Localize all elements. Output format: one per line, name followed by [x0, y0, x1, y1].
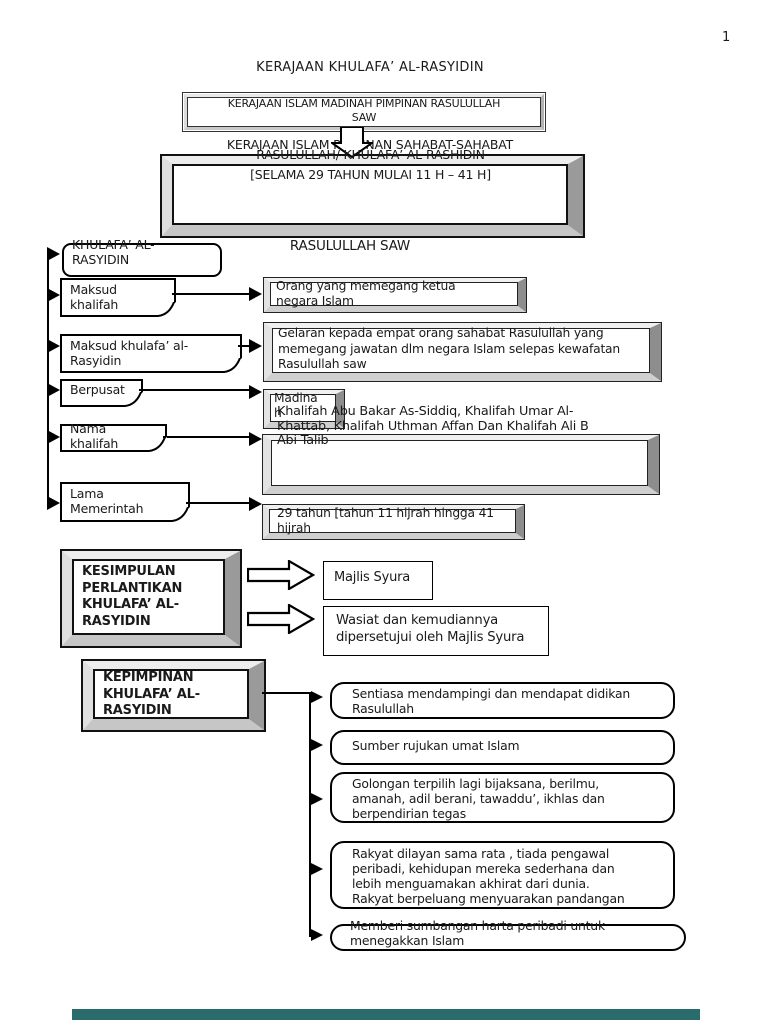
label-maksud-khalifah: Maksud khalifah	[60, 278, 176, 317]
spine-line	[47, 253, 49, 505]
arrowhead-icon	[311, 863, 323, 875]
value-box-berpusat: Madina h	[263, 389, 345, 429]
arrowhead-icon	[47, 496, 60, 510]
folded-corner-icon	[172, 507, 190, 522]
rasulullah-caption: RASULULLAH SAW	[289, 238, 411, 254]
point-text: Sentiasa mendampingi dan mendapat didika…	[352, 686, 631, 716]
connector-line	[163, 436, 251, 438]
connector-line	[139, 389, 251, 391]
result-text: Wasiat dan kemudiannya dipersetujui oleh…	[336, 613, 525, 645]
connector-line	[262, 692, 310, 694]
label-text: Maksud khalifah	[70, 282, 119, 312]
point-text: Rakyat dilayan sama rata , tiada pengawa…	[352, 846, 625, 906]
label-nama-khalifah: Nama khalifah	[60, 421, 167, 452]
arrowhead-icon	[249, 287, 262, 301]
value-text: Orang yang memegang ketua negara Islam	[276, 279, 456, 308]
top-box-madinah: KERAJAAN ISLAM MADINAH PIMPINAN RASULULL…	[182, 92, 546, 132]
kepimpinan-title: KEPIMPINAN KHULAFA’ AL- RASYIDIN	[103, 670, 200, 718]
footer-accent-bar	[72, 1009, 700, 1020]
page-number: 1	[722, 30, 731, 45]
folded-corner-icon	[125, 392, 143, 407]
value-box-nama-khalifah	[262, 434, 660, 495]
connector-line	[186, 502, 251, 504]
folded-corner-icon	[149, 437, 167, 452]
point-box: Sumber rujukan umat Islam	[330, 730, 675, 765]
result-text: Majlis Syura	[334, 570, 411, 585]
root-node-label: KHULAFA’ AL- RASYIDIN	[72, 237, 155, 267]
down-arrow-icon	[331, 127, 373, 158]
label-lama-memerintah: Lama Memerintah	[60, 482, 190, 522]
page-title: KERAJAAN KHULAFA’ AL-RASYIDIN	[256, 60, 484, 75]
connector-line	[238, 345, 251, 347]
point-text: Sumber rujukan umat Islam	[352, 738, 520, 753]
value-text: Madina h	[274, 391, 318, 420]
result-box-majlis-syura: Majlis Syura	[323, 561, 433, 600]
connector-line	[172, 293, 250, 295]
top-box-khulafa	[160, 154, 585, 238]
point-text-overflow: Memberi sumbangan harta peribadi untuk m…	[350, 918, 605, 948]
arrowhead-icon	[311, 793, 323, 805]
point-box	[330, 924, 686, 951]
label-text: Lama Memerintah	[70, 486, 144, 516]
kesimpulan-title: KESIMPULAN PERLANTIKAN KHULAFA’ AL- RASY…	[82, 564, 183, 629]
value-box-lama-memerintah: 29 tahun [tahun 11 hijrah hingga 41 hijr…	[262, 504, 525, 540]
point-box: Rakyat dilayan sama rata , tiada pengawa…	[330, 841, 675, 909]
point-text: Golongan terpilih lagi bijaksana, berilm…	[352, 776, 605, 821]
value-text-nama-khalifah: Khalifah Abu Bakar As-Siddiq, Khalifah U…	[277, 404, 589, 449]
top-box-khulafa-subtitle: [SELAMA 29 TAHUN MULAI 11 H – 41 H]	[250, 167, 491, 182]
arrowhead-icon	[249, 339, 262, 353]
point-box: Sentiasa mendampingi dan mendapat didika…	[330, 682, 675, 719]
label-maksud-khulafa: Maksud khulafa’ al- Rasyidin	[60, 334, 242, 373]
value-text: 29 tahun [tahun 11 hijrah hingga 41 hijr…	[277, 506, 494, 535]
arrowhead-icon	[47, 339, 60, 353]
point-box: Golongan terpilih lagi bijaksana, berilm…	[330, 772, 675, 823]
arrowhead-icon	[249, 385, 262, 399]
value-box-maksud-khulafa: Gelaran kepada empat orang sahabat Rasul…	[263, 322, 662, 382]
label-text: Berpusat	[70, 382, 125, 397]
arrowhead-icon	[47, 430, 60, 444]
arrowhead-icon	[47, 288, 60, 302]
arrowhead-icon	[311, 929, 323, 941]
label-berpusat: Berpusat	[60, 379, 143, 407]
result-box-wasiat: Wasiat dan kemudiannya dipersetujui oleh…	[323, 606, 549, 656]
arrowhead-icon	[249, 432, 262, 446]
arrowhead-icon	[47, 383, 60, 397]
value-text: Gelaran kepada empat orang sahabat Rasul…	[278, 326, 620, 371]
label-text: Maksud khulafa’ al- Rasyidin	[70, 338, 189, 368]
arrowhead-icon	[249, 497, 262, 511]
arrowhead-icon	[47, 247, 60, 261]
block-arrow-icon	[247, 560, 315, 590]
arrowhead-icon	[311, 691, 323, 703]
arrowhead-icon	[311, 739, 323, 751]
value-box-maksud-khalifah: Orang yang memegang ketua negara Islam	[263, 277, 527, 313]
kesimpulan-box: KESIMPULAN PERLANTIKAN KHULAFA’ AL- RASY…	[60, 549, 242, 648]
folded-corner-icon	[158, 302, 176, 317]
branch-line	[309, 692, 311, 937]
top-box-madinah-text: KERAJAAN ISLAM MADINAH PIMPINAN RASULULL…	[227, 97, 501, 124]
folded-corner-icon	[224, 358, 242, 373]
top-box-khulafa-title: RASULULLAH/ KHULAFA’ AL-RASHIDIN	[256, 147, 485, 162]
block-arrow-icon	[247, 604, 315, 634]
root-node-box	[62, 243, 222, 277]
label-text: Nama khalifah	[70, 421, 119, 451]
kepimpinan-box: KEPIMPINAN KHULAFA’ AL- RASYIDIN	[81, 659, 266, 732]
